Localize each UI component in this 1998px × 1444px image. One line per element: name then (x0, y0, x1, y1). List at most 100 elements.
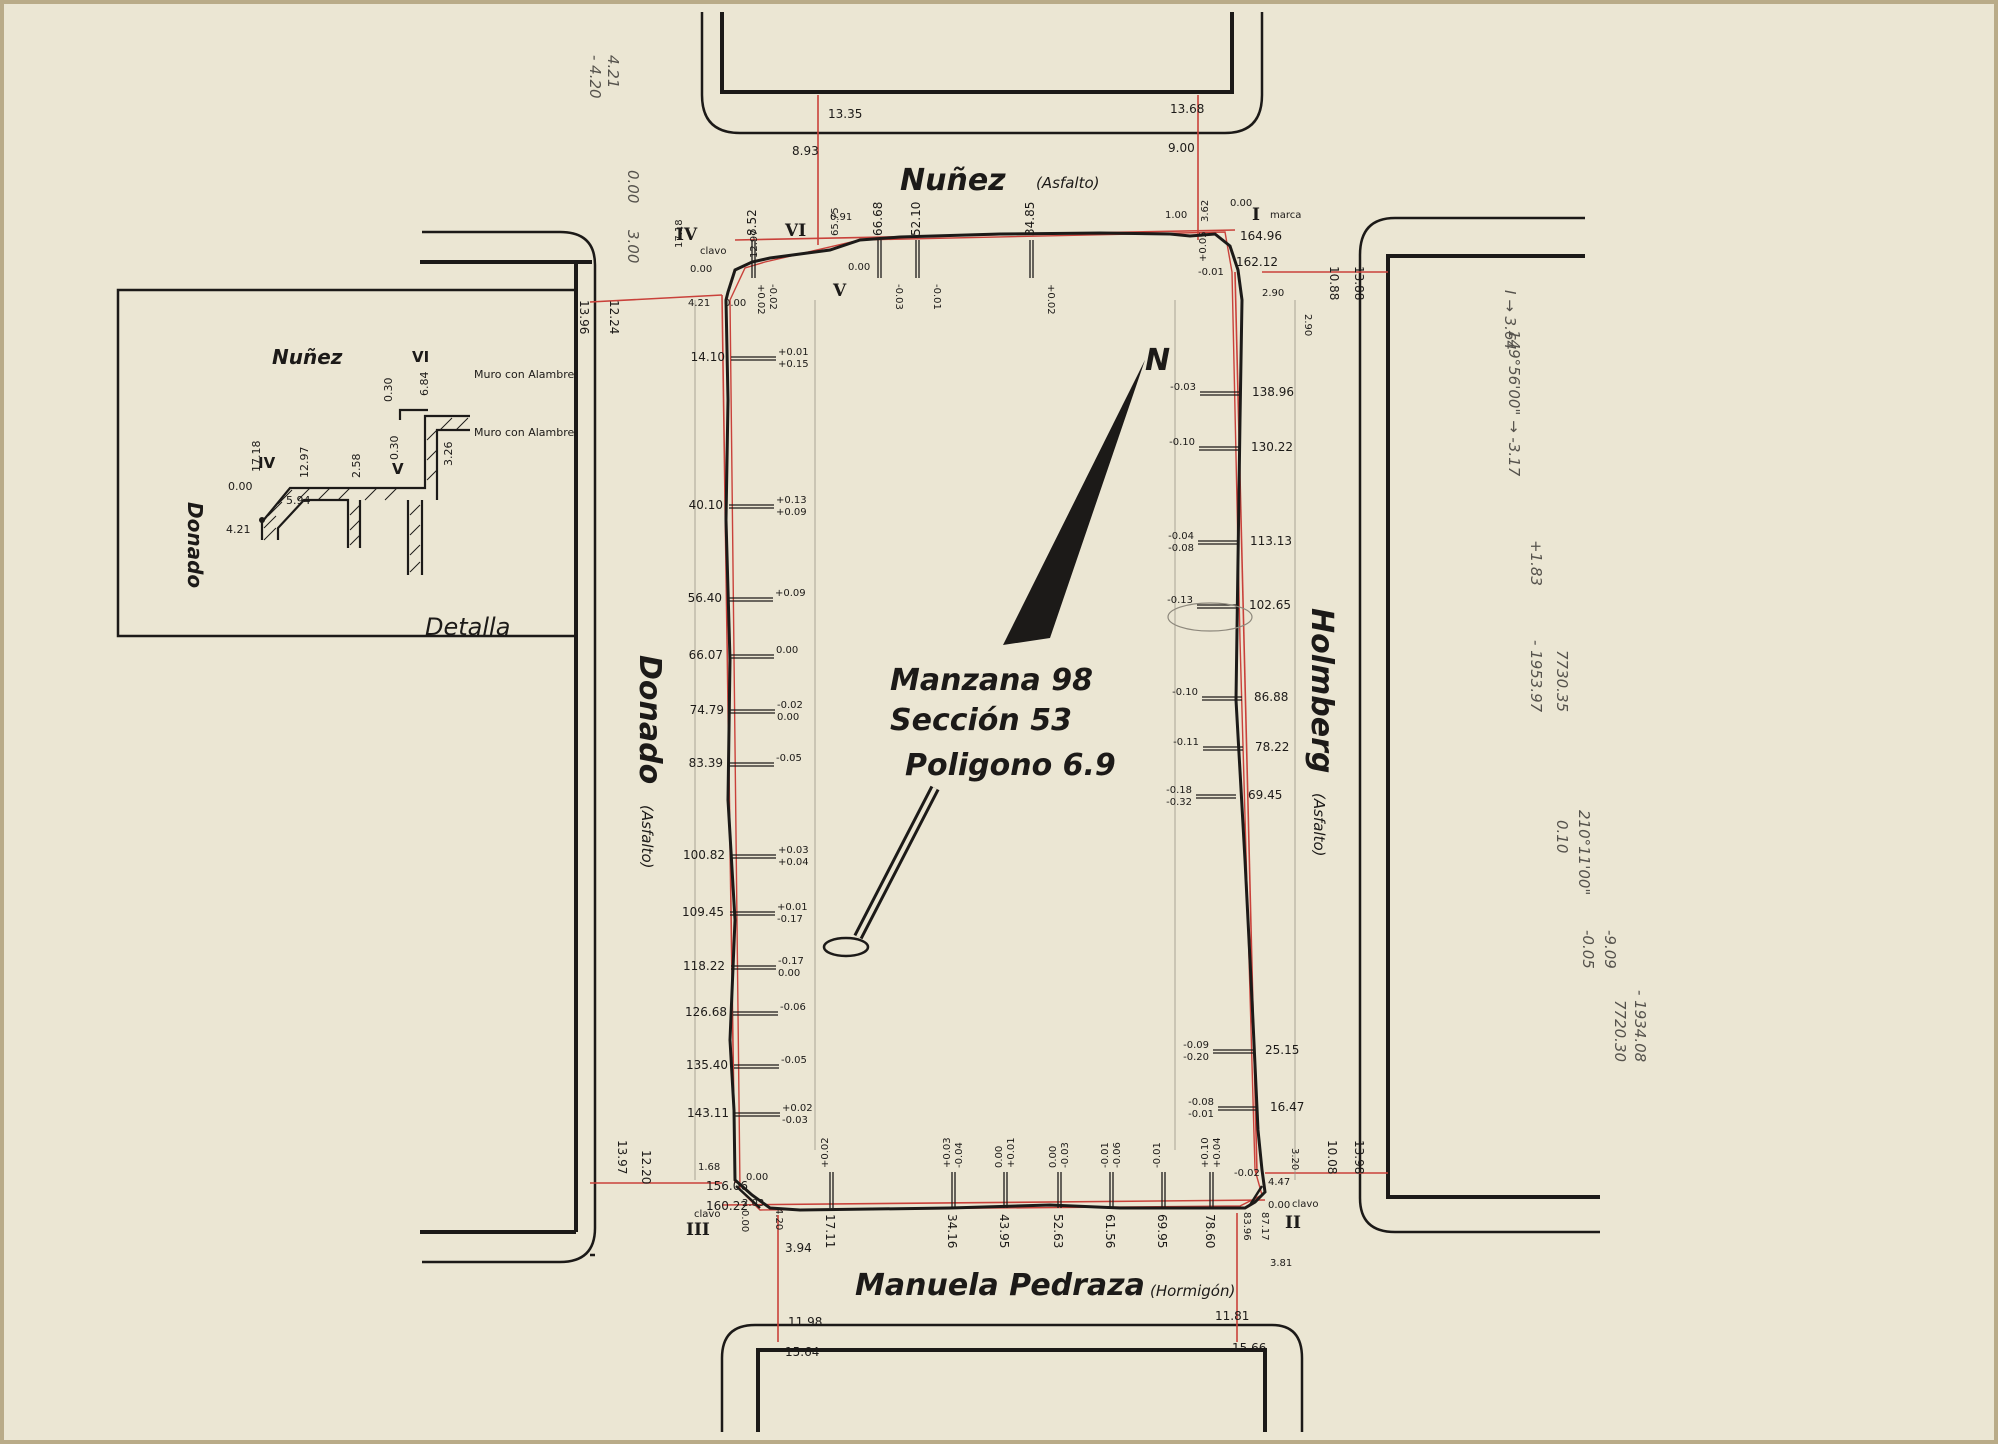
detail-vertex-vi: VI (412, 348, 429, 366)
corner-se-6: -0.02 (1234, 1168, 1260, 1179)
north-arrow-tail (822, 936, 870, 958)
width-north-right: 13.68 (1170, 102, 1204, 116)
east-offset-delta: -0.11 (1173, 737, 1199, 748)
vertex-II-note: clavo (1292, 1199, 1318, 1210)
west-offset-dist: 74.79 (690, 703, 724, 717)
east-offset-delta: -0.03 (1170, 382, 1196, 393)
detail-walls (260, 408, 470, 575)
corner-ne-1: 1.00 (1165, 210, 1187, 221)
west-offset-2: 56.40+0.09 (688, 588, 806, 605)
west-offset-5: 83.39-0.05 (689, 753, 802, 770)
corner-se-4: 3.20 (1289, 1148, 1300, 1170)
north-arrow-label: N (1145, 343, 1170, 378)
south-offset-2: 43.950.00+0.01 (994, 1137, 1017, 1248)
corner-sw-7: 4.20 (773, 1208, 784, 1230)
width-south-left: 11.98 (788, 1315, 822, 1329)
east-offset-dist: 86.88 (1254, 690, 1288, 704)
south-offset-3: 52.630.00-0.03 (1048, 1142, 1071, 1248)
west-offset-delta: -0.06 (780, 1002, 806, 1013)
north-offset-dist: 8.52 (745, 209, 759, 236)
east-offset-delta: -0.18-0.32 (1166, 785, 1192, 808)
south-offset-6: 78.60+0.10+0.04 (1200, 1137, 1223, 1248)
width-north-left-inner: 8.93 (792, 144, 819, 158)
north-offset-0: 8.52 -0.02+0.02 (745, 209, 778, 314)
corner-se-3: 83.96 (1241, 1212, 1252, 1241)
west-offset-dist: 126.68 (685, 1005, 727, 1019)
street-south-surface: (Hormigón) (1150, 1282, 1235, 1300)
vertex-II: II (1285, 1213, 1301, 1233)
width-west-bottom-inner: 12.20 (639, 1150, 653, 1184)
south-offset-0: 17.11+0.02 (820, 1137, 837, 1248)
vertex-IV-zero: 0.00 (690, 264, 712, 275)
block-east-outer (1358, 216, 1600, 1234)
vertex-III-zero: 0.00 (746, 1172, 768, 1183)
corner-sw-5: 2.03 (742, 1198, 764, 1209)
detail-v2: 0.00 (228, 480, 253, 493)
vertex-III: III (686, 1220, 710, 1240)
north-offset-delta: -0.02+0.02 (755, 284, 778, 315)
west-offset-11: 143.11+0.02-0.03 (687, 1103, 813, 1126)
detail-v4: 5.94 (286, 494, 311, 507)
seccion-label: Sección 53 (890, 703, 1072, 738)
block-west-outer (422, 230, 597, 1264)
east-offset-delta: -0.08-0.01 (1188, 1097, 1214, 1120)
width-east-top-inner: 10.88 (1327, 266, 1341, 300)
south-offset-delta: 0.00-0.03 (1048, 1142, 1071, 1168)
east-offset-dist: 130.22 (1251, 440, 1293, 454)
corner-nw-1: 17.18 (674, 219, 685, 248)
pencil-margin-3: 0.00 (624, 170, 642, 203)
guide-lines (694, 300, 1296, 1180)
east-offset-8: 16.47-0.08-0.01 (1188, 1097, 1304, 1120)
south-offset-4: 61.56-0.01-0.06 (1100, 1142, 1123, 1248)
detail-vertex-iv: IV (258, 454, 276, 472)
south-offset-dist: 61.56 (1103, 1214, 1117, 1248)
vertex-I-zero: 0.00 (1230, 198, 1252, 209)
west-offset-6: 100.82+0.03+0.04 (683, 845, 809, 868)
corner-n-1: 0.91 (830, 212, 852, 223)
pencil-line-1: I → 3.64 (1501, 290, 1519, 350)
width-east-bottom-outer: 13.98 (1352, 1140, 1366, 1174)
corner-sw-4: 0.00 (739, 1210, 750, 1232)
east-offset-delta: -0.13 (1167, 595, 1193, 606)
pencil-line-4: - 1953.97 (1527, 640, 1545, 713)
corner-chamfer-sw (735, 1185, 761, 1209)
east-offset-5: 78.22-0.11 (1173, 737, 1289, 754)
width-south-right: 11.81 (1215, 1309, 1249, 1323)
west-offset-0: 14.10+0.01+0.15 (691, 347, 809, 370)
pencil-line-5: 7730.35 (1553, 650, 1571, 712)
detail-street-west: Donado (183, 502, 207, 588)
corner-ne-2: 3.62 (1200, 200, 1211, 222)
street-north-surface: (Asfalto) (1036, 174, 1099, 192)
block-south-outer (720, 1323, 1304, 1432)
width-south-left-outer: 15.64 (785, 1345, 819, 1359)
south-offset-1: 34.16+0.03-0.04 (942, 1137, 965, 1248)
north-offset-1: 66.68-0.03 (871, 202, 904, 310)
block-south-inner (756, 1348, 1267, 1432)
north-offset-delta: -0.01 (931, 284, 942, 310)
corner-chamfer-se (1248, 1185, 1264, 1206)
west-offset-1: 40.10+0.13+0.09 (689, 495, 807, 518)
west-offset-delta: +0.02-0.03 (782, 1103, 813, 1126)
east-offset-2: 113.13-0.04-0.08 (1168, 531, 1292, 554)
north-offset-dist: 66.68 (871, 202, 885, 236)
corner-se-5: 3.81 (1270, 1258, 1292, 1269)
detail-frame (116, 288, 578, 638)
street-east-surface: (Asfalto) (1310, 793, 1328, 856)
vertex-IV: IV (676, 225, 698, 245)
east-offsets: 138.96-0.03130.22-0.10113.13-0.04-0.0810… (1166, 382, 1304, 1120)
detail-v8: 3.26 (442, 442, 455, 467)
north-offsets: 8.52-0.02+0.0266.68-0.0352.10-0.0134.85+… (745, 202, 1056, 315)
pencil-line-6: 0.10 (1553, 820, 1571, 853)
vertex-II-zero: 0.00 (1268, 1200, 1290, 1211)
east-offset-7: 25.15-0.09-0.20 (1183, 1040, 1299, 1063)
pencil-margin-2: 4.21 (604, 55, 622, 88)
east-offset-delta: -0.09-0.20 (1183, 1040, 1209, 1063)
width-west-top-outer: 13.96 (577, 300, 591, 334)
south-offset-dist: 17.11 (823, 1214, 837, 1248)
pencil-line-11: - 1934.08 (1631, 990, 1649, 1062)
vertex-IV-note: clavo (700, 246, 726, 257)
width-west-top-inner: 12.24 (607, 300, 621, 334)
south-offset-delta: +0.10+0.04 (1200, 1137, 1223, 1168)
